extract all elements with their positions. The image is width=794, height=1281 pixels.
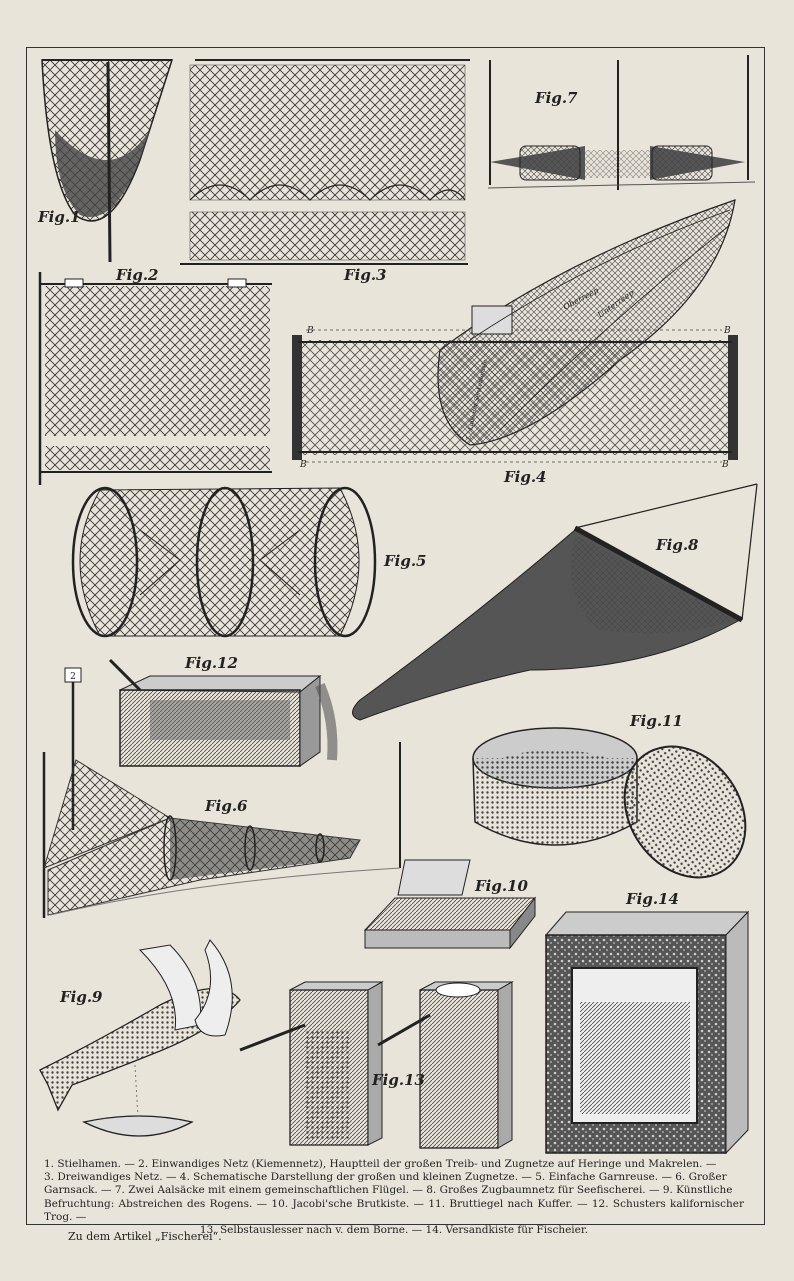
fig5-fyke-trap — [71, 486, 377, 638]
fig7-label: Fig.7 — [535, 89, 578, 107]
fig8-label: Fig.8 — [656, 536, 699, 554]
fig11-label: Fig.11 — [630, 712, 683, 730]
caption-line-2: 3. Dreiwandiges Netz. — 4. Schematische … — [44, 1171, 727, 1184]
fig14-shipping-box — [544, 910, 750, 1155]
article-reference: Zu dem Artikel „Fischerei“. — [68, 1230, 222, 1243]
caption-line-5: 13. Selbstauslesser nach v. dem Borne. —… — [199, 1224, 589, 1237]
fig5-label: Fig.5 — [384, 552, 427, 570]
fig9-label: Fig.9 — [60, 988, 103, 1006]
fig2-gill-net — [38, 272, 272, 485]
fig13-self-pickers — [239, 981, 514, 1149]
fig9-fertilization — [39, 939, 241, 1137]
fig3-trammel-net — [180, 59, 470, 265]
fig7-eel-traps — [487, 55, 756, 190]
fig13-label: Fig.13 — [372, 1071, 425, 1089]
fig1-hand-net — [41, 59, 174, 263]
fig10-label: Fig.10 — [475, 877, 528, 895]
fig4-label: Fig.4 — [504, 468, 547, 486]
fig4-label-b-bottom-left: B — [299, 460, 307, 470]
fig12-trough — [64, 658, 338, 830]
fig14-label: Fig.14 — [626, 890, 679, 908]
plate-border — [26, 47, 765, 1225]
fig8-beam-trawl — [352, 483, 758, 721]
fig3-label: Fig.3 — [344, 266, 387, 284]
fig6-label: Fig.6 — [205, 797, 248, 815]
fig1-label: Fig.1 — [38, 208, 81, 226]
fig4-label-b-top-left: B — [306, 326, 314, 336]
caption-line-3: Garnsack. — 7. Zwei Aalsäcke mit einem g… — [44, 1184, 733, 1197]
caption-line-1: 1. Stielhamen. — 2. Einwandiges Netz (Ki… — [44, 1158, 717, 1170]
fig12-marker-label: 2 — [70, 672, 76, 682]
fig10-brood-box — [363, 859, 537, 950]
caption-line-4: Befruchtung: Abstreichen des Rogens. — 1… — [44, 1197, 744, 1223]
fig4-label-b-top-right: B — [723, 326, 731, 336]
fig11-hatching-tray — [472, 727, 747, 879]
fig2-label: Fig.2 — [116, 266, 159, 284]
figure-caption: 1. Stielhamen. — 2. Einwandiges Netz (Ki… — [44, 1158, 744, 1237]
fig4-label-b-bottom-right: B — [721, 460, 729, 470]
fig12-label: Fig.12 — [185, 654, 238, 672]
fig4-seine-net — [292, 199, 738, 463]
fig6-bag-net — [42, 742, 401, 918]
